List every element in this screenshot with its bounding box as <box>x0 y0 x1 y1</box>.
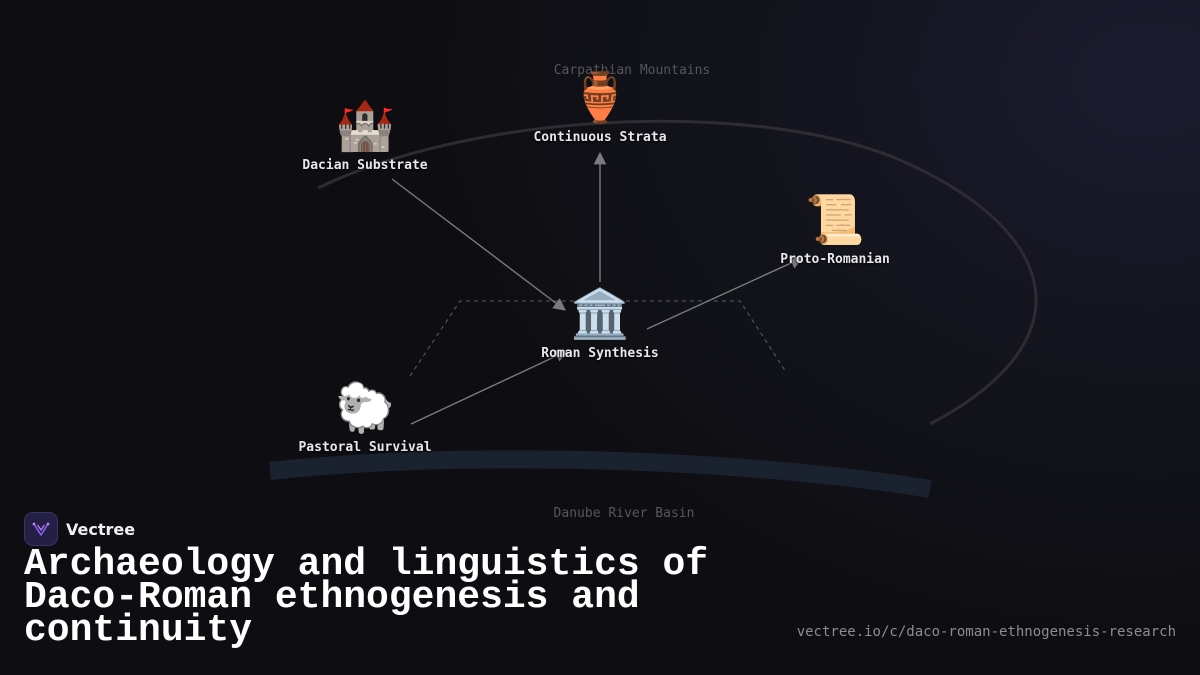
node-label: Proto-Romanian <box>780 252 890 267</box>
node-continuous-strata: 🏺 Continuous Strata <box>533 70 666 145</box>
region-label-carpathian: Carpathian Mountains <box>553 63 711 78</box>
node-dacian-substrate: 🏰 Dacian Substrate <box>302 98 427 173</box>
brand-name: Vectree <box>66 519 136 539</box>
carpathian-arc <box>317 119 1038 426</box>
node-label: Roman Synthesis <box>541 346 659 361</box>
vectree-logo-icon <box>24 512 58 546</box>
castle-icon: 🏰 <box>335 98 395 154</box>
edge-roman-to-proto <box>646 256 804 330</box>
amphora-icon: 🏺 <box>570 70 630 126</box>
node-label: Pastoral Survival <box>298 440 432 455</box>
node-roman-synthesis: 🏛️ Roman Synthesis <box>541 286 658 361</box>
scroll-icon: 📜 <box>805 192 865 248</box>
region-label-danube: Danube River Basin <box>553 506 695 521</box>
node-proto-romanian: 📜 Proto-Romanian <box>780 192 890 267</box>
danube-river <box>269 450 932 498</box>
edge-pastoral-to-roman <box>410 350 569 425</box>
brand[interactable]: Vectree <box>24 512 135 546</box>
node-label: Dacian Substrate <box>302 158 428 173</box>
page-title: Archaeology and linguistics of Daco-Roma… <box>24 543 709 652</box>
node-pastoral-survival: 🐑 Pastoral Survival <box>298 380 431 455</box>
edge-dacian-to-roman <box>391 178 567 311</box>
node-label: Continuous Strata <box>533 130 667 145</box>
sheep-icon: 🐑 <box>335 380 395 436</box>
source-url[interactable]: vectree.io/c/daco-roman-ethnogenesis-res… <box>796 624 1176 640</box>
classical-building-icon: 🏛️ <box>570 286 630 342</box>
